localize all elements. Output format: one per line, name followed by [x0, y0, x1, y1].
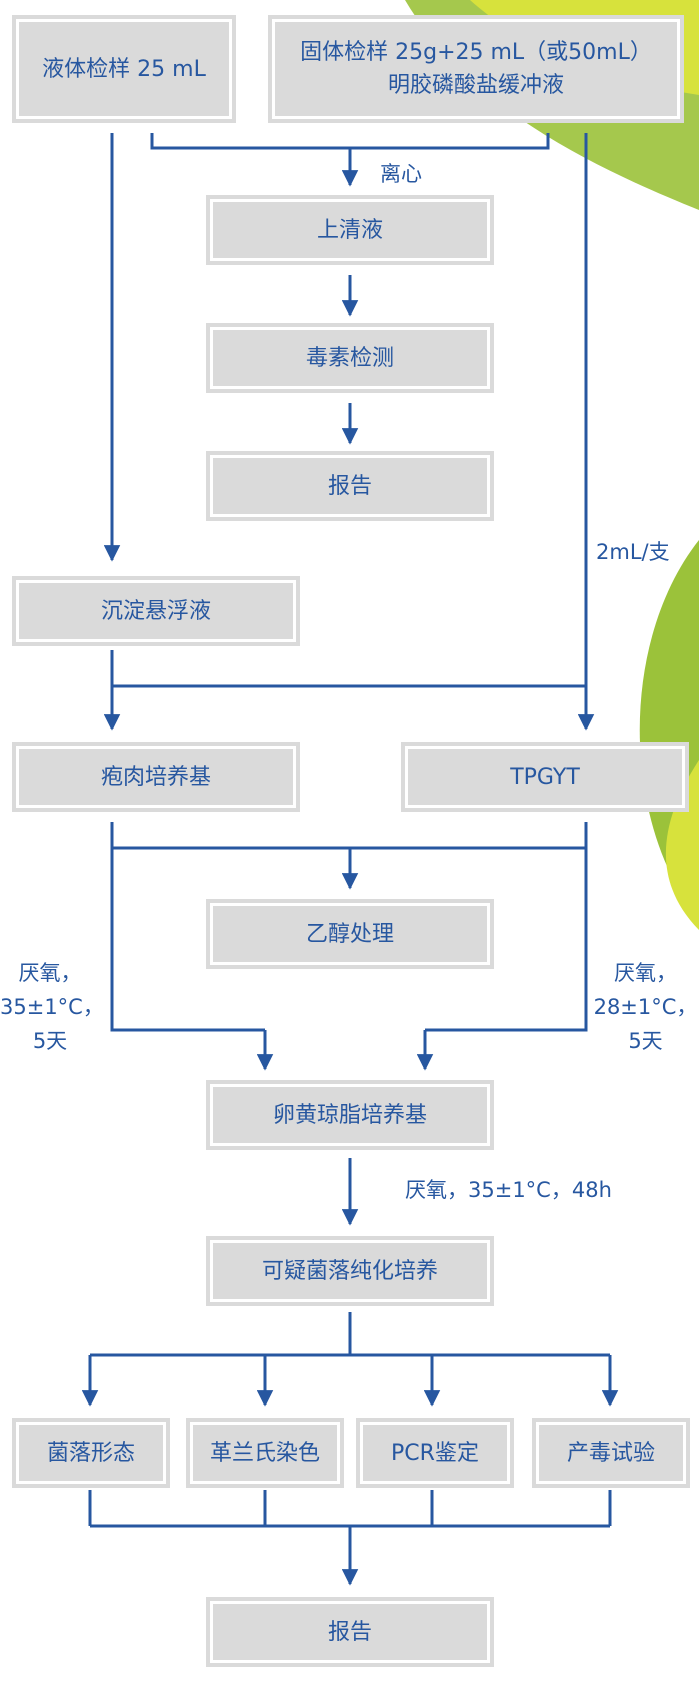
left-conditions: 厌氧， 35±1°C， 5天 — [0, 956, 104, 1058]
pcr-identification-box: PCR鉴定 — [356, 1418, 514, 1488]
ethanol-treatment-label: 乙醇处理 — [305, 921, 394, 947]
toxigenicity-test-box: 产毒试验 — [532, 1418, 690, 1488]
sediment-box: 沉淀悬浮液 — [12, 576, 300, 646]
solid-sample-label-line1: 固体检样 25g+25 mL（或50mL） — [300, 40, 652, 65]
toxin-test-box: 毒素检测 — [206, 323, 494, 393]
gram-stain-label: 革兰氏染色 — [209, 1440, 320, 1466]
left-cond-line1: 厌氧， — [18, 961, 82, 985]
colony-morphology-box: 菌落形态 — [12, 1418, 170, 1488]
centrifuge-label: 离心 — [380, 162, 422, 186]
agar-conditions-label: 厌氧，35±1°C，48h — [405, 1178, 612, 1202]
sediment-label: 沉淀悬浮液 — [100, 598, 211, 624]
right-cond-line3: 5天 — [628, 1029, 663, 1054]
suspect-colony-purification-label: 可疑菌落纯化培养 — [261, 1258, 438, 1284]
suspect-colony-purification-box: 可疑菌落纯化培养 — [206, 1236, 494, 1306]
cooked-meat-medium-box: 疱肉培养基 — [12, 742, 300, 812]
report-top-box: 报告 — [206, 451, 494, 521]
cooked-meat-medium-label: 疱肉培养基 — [100, 764, 211, 790]
solid-sample-box: 固体检样 25g+25 mL（或50mL） 明胶磷酸盐缓冲液 — [268, 15, 684, 123]
liquid-sample-label: 液体检样 25 mL — [42, 56, 206, 82]
egg-yolk-agar-box: 卵黄琼脂培养基 — [206, 1080, 494, 1150]
colony-morphology-label: 菌落形态 — [46, 1440, 135, 1466]
toxin-test-label: 毒素检测 — [305, 345, 394, 371]
supernatant-label: 上清液 — [316, 217, 383, 243]
liquid-sample-box: 液体检样 25 mL — [12, 15, 236, 123]
tpgyt-label: TPGYT — [510, 764, 580, 790]
egg-yolk-agar-label: 卵黄琼脂培养基 — [272, 1102, 427, 1128]
gram-stain-box: 革兰氏染色 — [186, 1418, 344, 1488]
per-tube-label: 2mL/支 — [596, 540, 670, 564]
right-conditions: 厌氧， 28±1°C， 5天 — [592, 956, 699, 1058]
right-cond-line2: 28±1°C， — [593, 995, 698, 1020]
report-top-label: 报告 — [327, 473, 372, 499]
report-bottom-label: 报告 — [327, 1619, 372, 1645]
solid-sample-label-line2: 明胶磷酸盐缓冲液 — [387, 73, 564, 98]
left-cond-line2: 35±1°C， — [0, 995, 104, 1020]
toxigenicity-test-label: 产毒试验 — [566, 1440, 655, 1466]
tpgyt-box: TPGYT — [401, 742, 689, 812]
report-bottom-box: 报告 — [206, 1597, 494, 1667]
ethanol-treatment-box: 乙醇处理 — [206, 899, 494, 969]
left-cond-line3: 5天 — [32, 1029, 68, 1054]
right-cond-line1: 厌氧， — [614, 961, 677, 985]
supernatant-box: 上清液 — [206, 195, 494, 265]
pcr-identification-label: PCR鉴定 — [391, 1440, 479, 1466]
